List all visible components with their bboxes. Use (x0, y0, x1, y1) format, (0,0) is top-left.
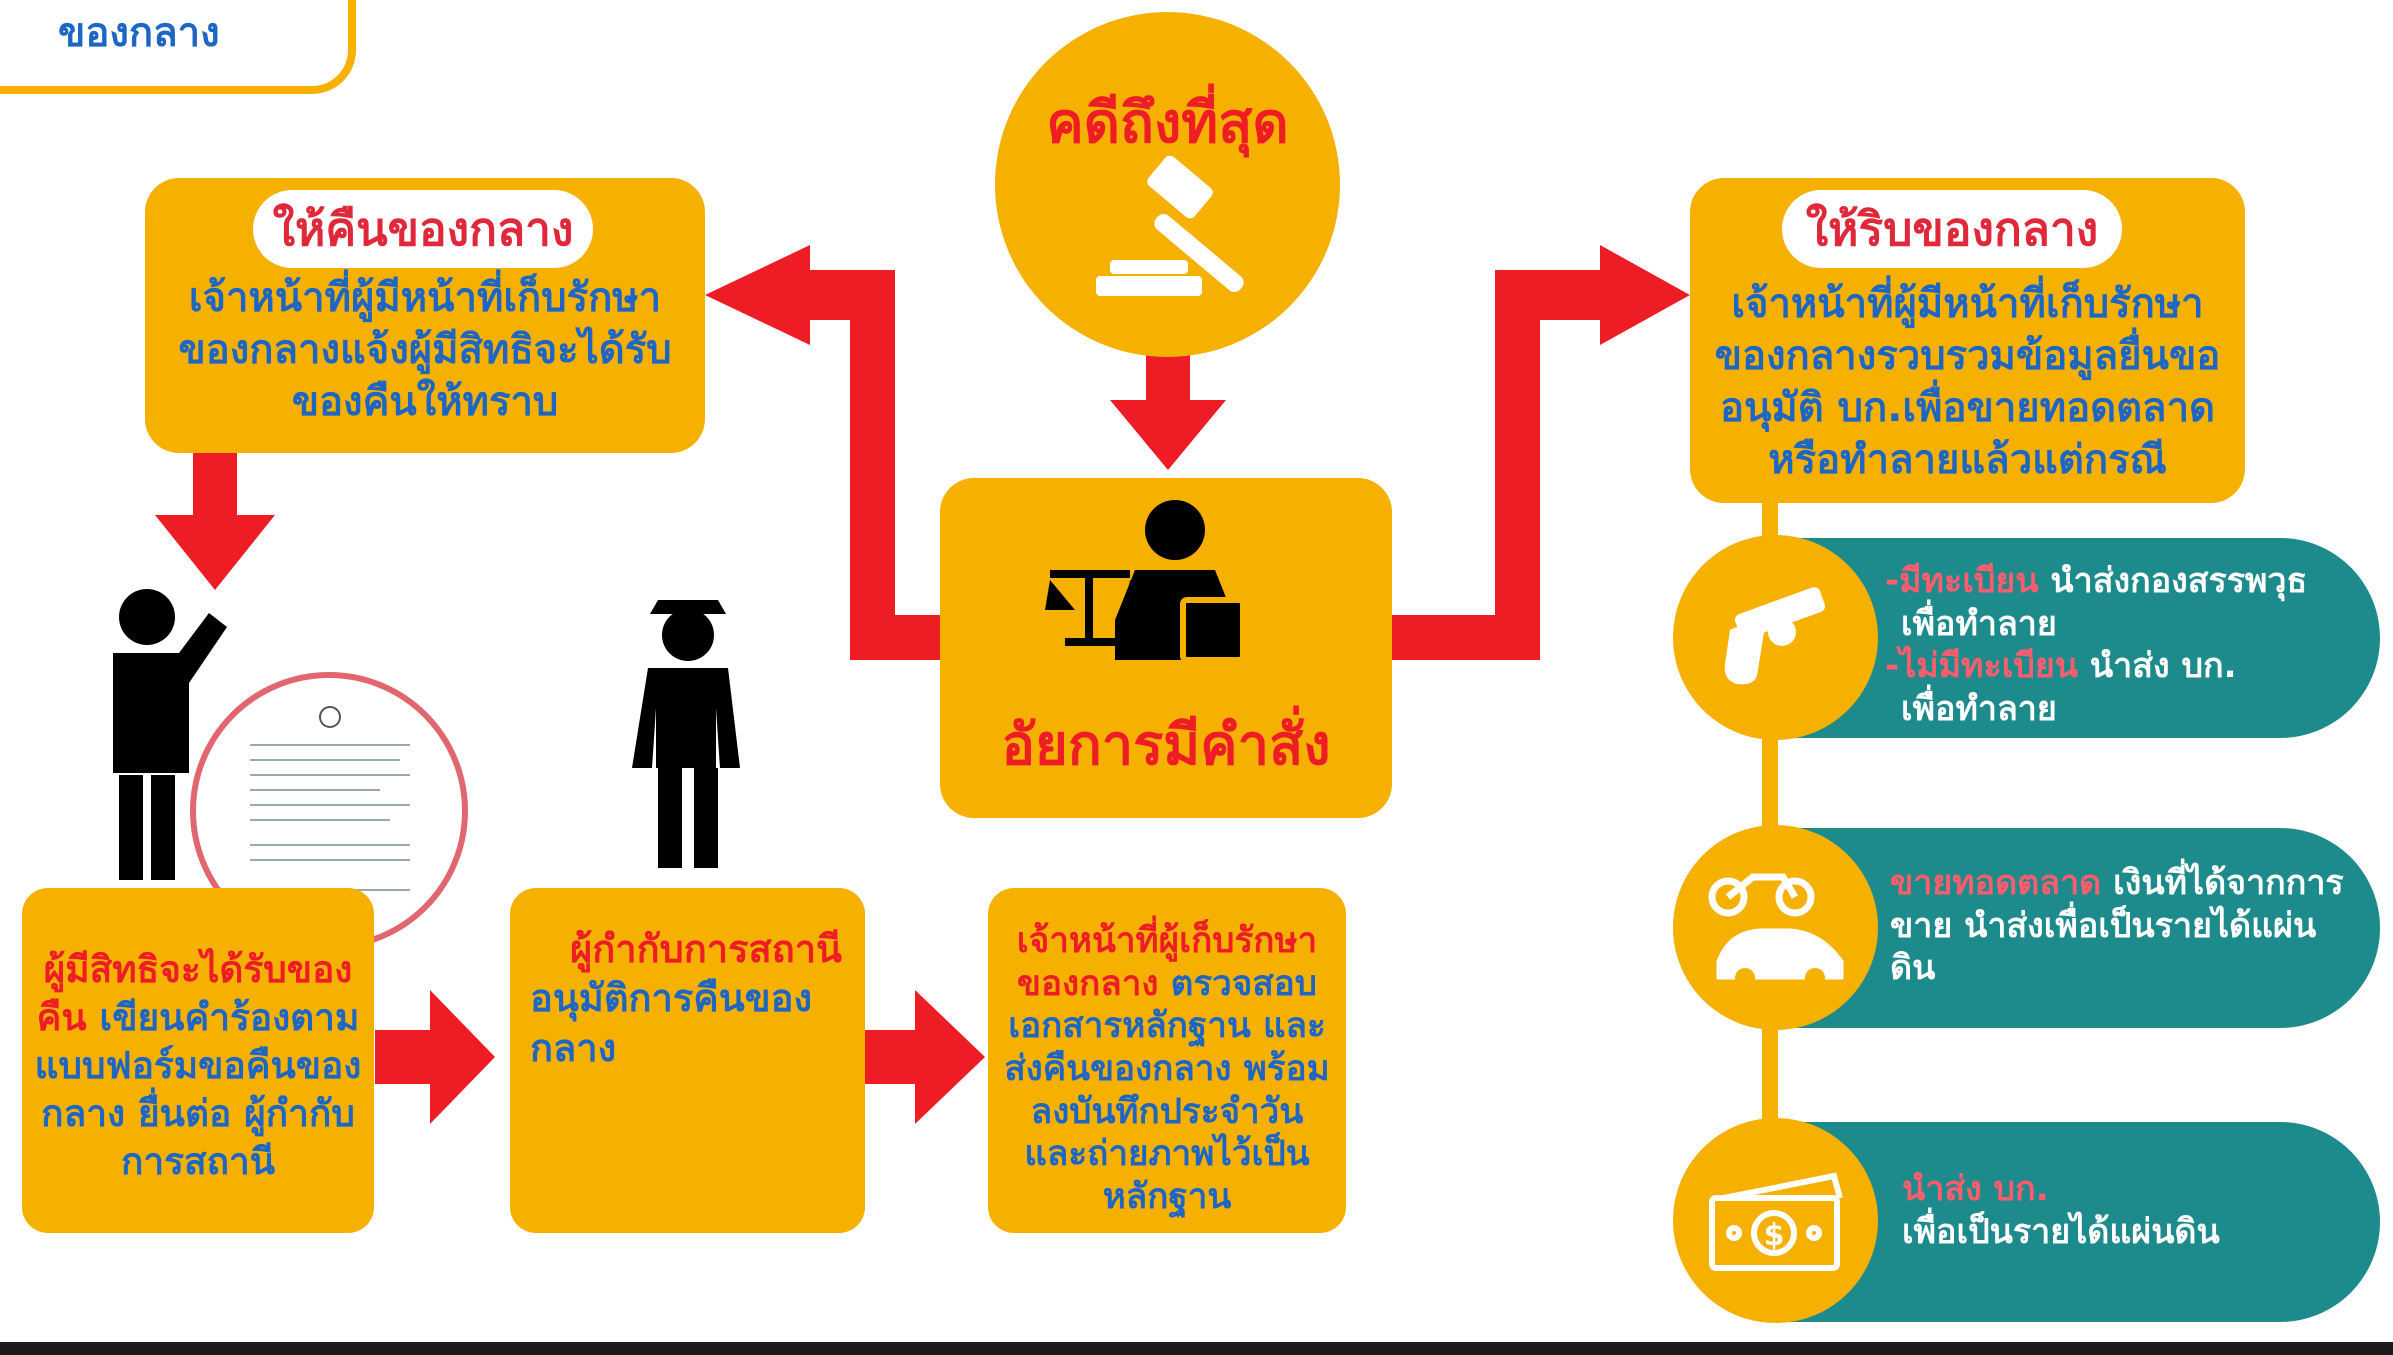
police-officer-icon (632, 600, 740, 868)
option-gun-text: -มีทะเบียน นำส่งกองสรรพวุธ เพื่อทำลาย -ไ… (1885, 560, 2355, 730)
prosecutor-label: อัยการมีคำสั่ง (1001, 713, 1331, 778)
step-claimant-rest: เขียนคำร้องตามแบบฟอร์มขอคืนของกลาง ยื่นต… (34, 996, 362, 1184)
option-vehicle-circle (1673, 825, 1878, 1030)
gun-icon (1724, 587, 1826, 685)
form-document-icon (250, 706, 410, 891)
arrow-step-1-head (430, 990, 495, 1124)
svg-text:$: $ (1764, 1218, 1785, 1253)
option-vehicle-text: ขายทอดตลาด เงินที่ได้จากการขาย นำส่งเพื่… (1890, 862, 2350, 990)
arrow-left-head (705, 245, 810, 345)
prosecutor-icon (1045, 500, 1246, 663)
step-superintendent-text: ผู้กำกับการสถานี อนุมัติการคืนของกลาง (530, 925, 860, 1073)
arrow-right-path (1390, 270, 1610, 660)
person-icon (113, 589, 227, 880)
step-superintendent-box (510, 888, 865, 1233)
option-gun-line-3: -ไม่มีทะเบียน นำส่ง บก. (1885, 646, 2237, 686)
option-money-text: นำส่ง บก. เพื่อเป็นรายได้แผ่นดิน (1902, 1168, 2342, 1253)
arrow-down-left-head (155, 515, 275, 590)
header-title: ของกลาง (58, 10, 220, 56)
confiscate-branch-pill: ให้ริบของกลาง (1782, 190, 2122, 268)
option-gun-line-2: เพื่อทำลาย (1901, 603, 2057, 644)
step-officer-lead: เจ้าหน้าที่ผู้เก็บรักษาของกลาง (1016, 921, 1318, 1004)
return-branch-text: เจ้าหน้าที่ผู้มีหน้าที่เก็บรักษาของกลางแ… (178, 275, 672, 425)
step-superintendent-lead: ผู้กำกับการสถานี (570, 927, 843, 971)
arrow-step-2 (865, 1030, 920, 1084)
option-money-detail: เพื่อเป็นรายได้แผ่นดิน (1902, 1211, 2220, 1252)
option-vehicle-detail: เงินที่ได้จากการขาย นำส่งเพื่อเป็นรายได้… (1890, 863, 2344, 988)
option-money-circle (1673, 1118, 1878, 1323)
header-tab (0, 0, 356, 94)
arrow-down-center-head (1110, 400, 1226, 470)
bottom-bar (0, 1342, 2393, 1355)
arrow-left-path (800, 270, 940, 660)
option-money-highlight: นำส่ง บก. (1902, 1169, 2049, 1209)
arrow-step-1 (375, 1030, 440, 1084)
step-officer-box (988, 888, 1346, 1233)
option-gun-line-1: -มีทะเบียน นำส่งกองสรรพวุธ (1885, 561, 2308, 601)
arrow-down-left (193, 450, 237, 520)
option-gun-line-4: เพื่อทำลาย (1901, 688, 2057, 729)
case-final-label: คดีถึงที่สุด (1046, 91, 1289, 156)
step-officer-text: เจ้าหน้าที่ผู้เก็บรักษาของกลาง ตรวจสอบเอ… (995, 920, 1339, 1219)
arrow-right-head (1600, 245, 1690, 345)
money-icon: $ (1709, 1172, 1843, 1271)
arrow-step-2-head (915, 990, 985, 1124)
step-claimant-lead: ผู้มีสิทธิจะได้รับของคืน (36, 948, 353, 1040)
step-claimant-text: ผู้มีสิทธิจะได้รับของคืน เขียนคำร้องตามแ… (24, 946, 372, 1186)
step-superintendent-rest: อนุมัติการคืนของกลาง (530, 976, 813, 1070)
step-claimant-box (22, 888, 374, 1233)
gavel-icon (1096, 155, 1244, 296)
confiscate-branch-text: เจ้าหน้าที่ผู้มีหน้าที่เก็บรักษาของกลางร… (1714, 281, 2221, 483)
step-officer-rest: ตรวจสอบเอกสารหลักฐาน และส่งคืนของกลาง พร… (1004, 963, 1330, 1218)
vehicle-icon (1708, 873, 1844, 988)
option-vehicle-highlight: ขายทอดตลาด (1890, 863, 2102, 903)
return-branch-pill: ให้คืนของกลาง (253, 190, 593, 268)
